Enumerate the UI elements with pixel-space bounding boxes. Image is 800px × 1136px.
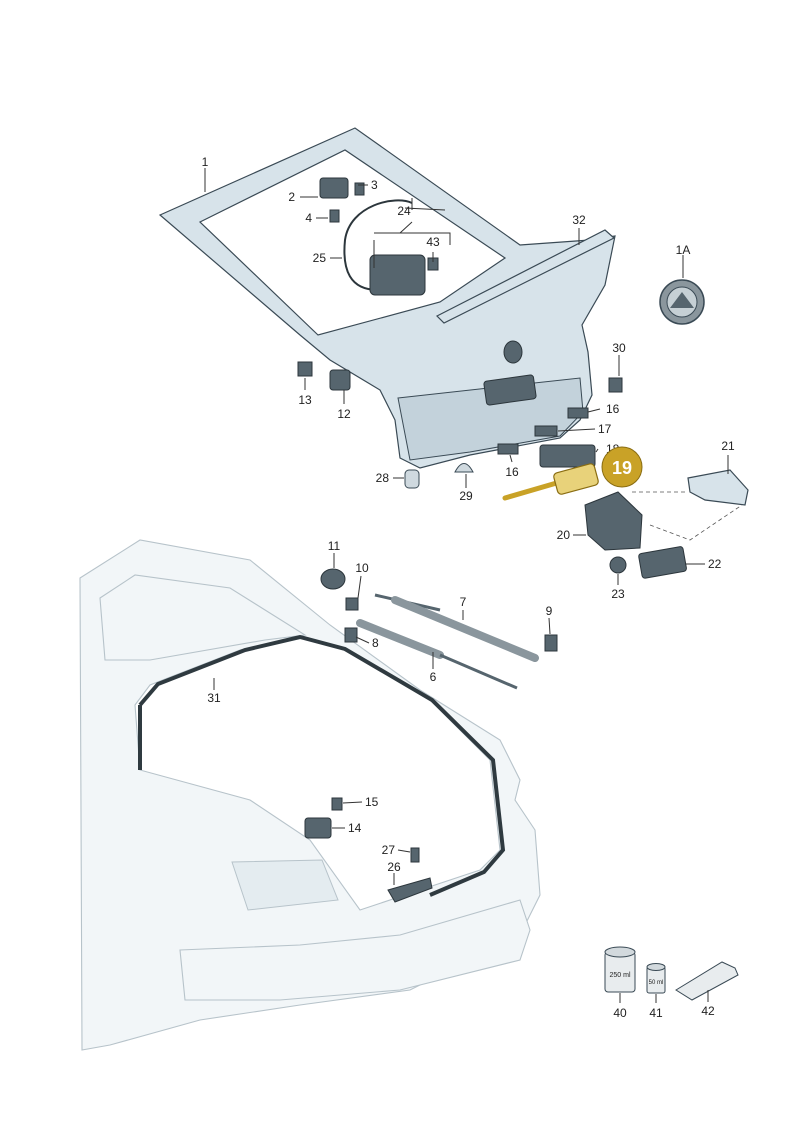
tailgate-window-opening	[198, 149, 507, 336]
highlight-badge-label: 19	[612, 458, 632, 478]
callout-26: 26	[387, 860, 401, 874]
callout-40: 40	[613, 1006, 627, 1020]
lock-part-20	[584, 491, 643, 551]
callout-6: 6	[430, 670, 437, 684]
callout-8: 8	[372, 636, 379, 650]
nut-part-23	[609, 556, 627, 574]
callout-16-upper: 16	[606, 402, 620, 416]
callout-20: 20	[557, 528, 571, 542]
callout-41: 41	[649, 1006, 663, 1020]
screw-part-30	[608, 377, 623, 393]
callout-10: 10	[355, 561, 369, 575]
callout-11: 11	[328, 539, 341, 553]
rear-window	[99, 574, 307, 661]
gas-strut-part-6	[356, 619, 518, 690]
screw-part-10	[345, 597, 359, 611]
callout-3: 3	[371, 178, 378, 192]
callout-25: 25	[313, 251, 327, 265]
screw-part-3	[354, 182, 365, 196]
callout-labels: 1 1A 2 3 4 24 25 43 32 30 13 12 16 17 18…	[202, 155, 735, 1020]
bolt-part-13	[297, 361, 313, 377]
callout-23: 23	[611, 587, 625, 601]
screw-part-4	[329, 209, 340, 223]
callout-42: 42	[701, 1004, 715, 1018]
emblem-part	[659, 279, 705, 325]
screw-part-15	[331, 797, 343, 811]
grommet-part-11	[320, 568, 346, 590]
callout-15: 15	[365, 795, 379, 809]
callout-1a: 1A	[676, 243, 691, 257]
callout-24: 24	[397, 204, 411, 218]
can-small-label: 50 ml	[649, 980, 664, 986]
cable-part	[343, 199, 413, 291]
can-large-label: 250 ml	[609, 972, 630, 979]
callout-32: 32	[572, 213, 586, 227]
gas-strut-part-7	[374, 593, 539, 662]
callout-2: 2	[288, 190, 295, 204]
pad-part-16b	[497, 443, 519, 455]
car-rear-body	[79, 539, 541, 1051]
callout-9: 9	[546, 604, 553, 618]
callout-13: 13	[298, 393, 312, 407]
pad-part-16a	[567, 407, 589, 419]
ball-stud-part-9	[544, 634, 558, 652]
callout-7: 7	[460, 595, 467, 609]
striker-part-26	[387, 877, 433, 903]
sealant-can-small: 50 ml	[646, 963, 666, 994]
bolt-part-27	[410, 847, 420, 863]
callout-31: 31	[207, 691, 221, 705]
callout-29: 29	[459, 489, 473, 503]
rear-bumper	[179, 899, 531, 1001]
bracket-part-14	[304, 817, 332, 839]
callout-1: 1	[202, 155, 209, 169]
cover-part-21	[687, 469, 749, 506]
buffer-part-28	[404, 469, 420, 489]
callout-30: 30	[612, 341, 626, 355]
callout-14: 14	[348, 821, 362, 835]
wiper-motor-part	[369, 254, 426, 296]
tail-light	[231, 859, 339, 911]
callout-16-lower: 16	[505, 465, 519, 479]
callout-21: 21	[721, 439, 735, 453]
clip-part-12	[329, 369, 351, 391]
callout-28: 28	[376, 471, 390, 485]
ball-stud-part-8	[344, 627, 358, 643]
lock-cover-part-22	[638, 546, 687, 579]
licence-light-recess	[483, 374, 537, 406]
stop-part-29	[454, 463, 474, 473]
leader-lines	[204, 168, 729, 1003]
callout-22: 22	[708, 557, 722, 571]
callout-4: 4	[305, 211, 312, 225]
spoiler-strip	[435, 229, 616, 324]
tailgate-badge-mount	[503, 340, 523, 364]
assembly-guide-lines	[632, 491, 743, 541]
tailgate-assembly	[158, 127, 616, 469]
hinge-part	[319, 177, 349, 199]
callout-17: 17	[598, 422, 612, 436]
grease-tube	[675, 961, 739, 1001]
callout-12: 12	[337, 407, 351, 421]
boot-seal-part	[138, 634, 506, 897]
release-switch-part	[502, 463, 599, 501]
highlight-badge-19[interactable]: 19	[601, 446, 643, 488]
handle-part-18	[539, 444, 596, 468]
callout-27: 27	[382, 843, 396, 857]
tailgate-lower-panel	[397, 377, 584, 461]
pad-part-17	[534, 425, 558, 437]
callout-43: 43	[426, 235, 440, 249]
sealant-can-large: 250 ml	[604, 946, 636, 993]
